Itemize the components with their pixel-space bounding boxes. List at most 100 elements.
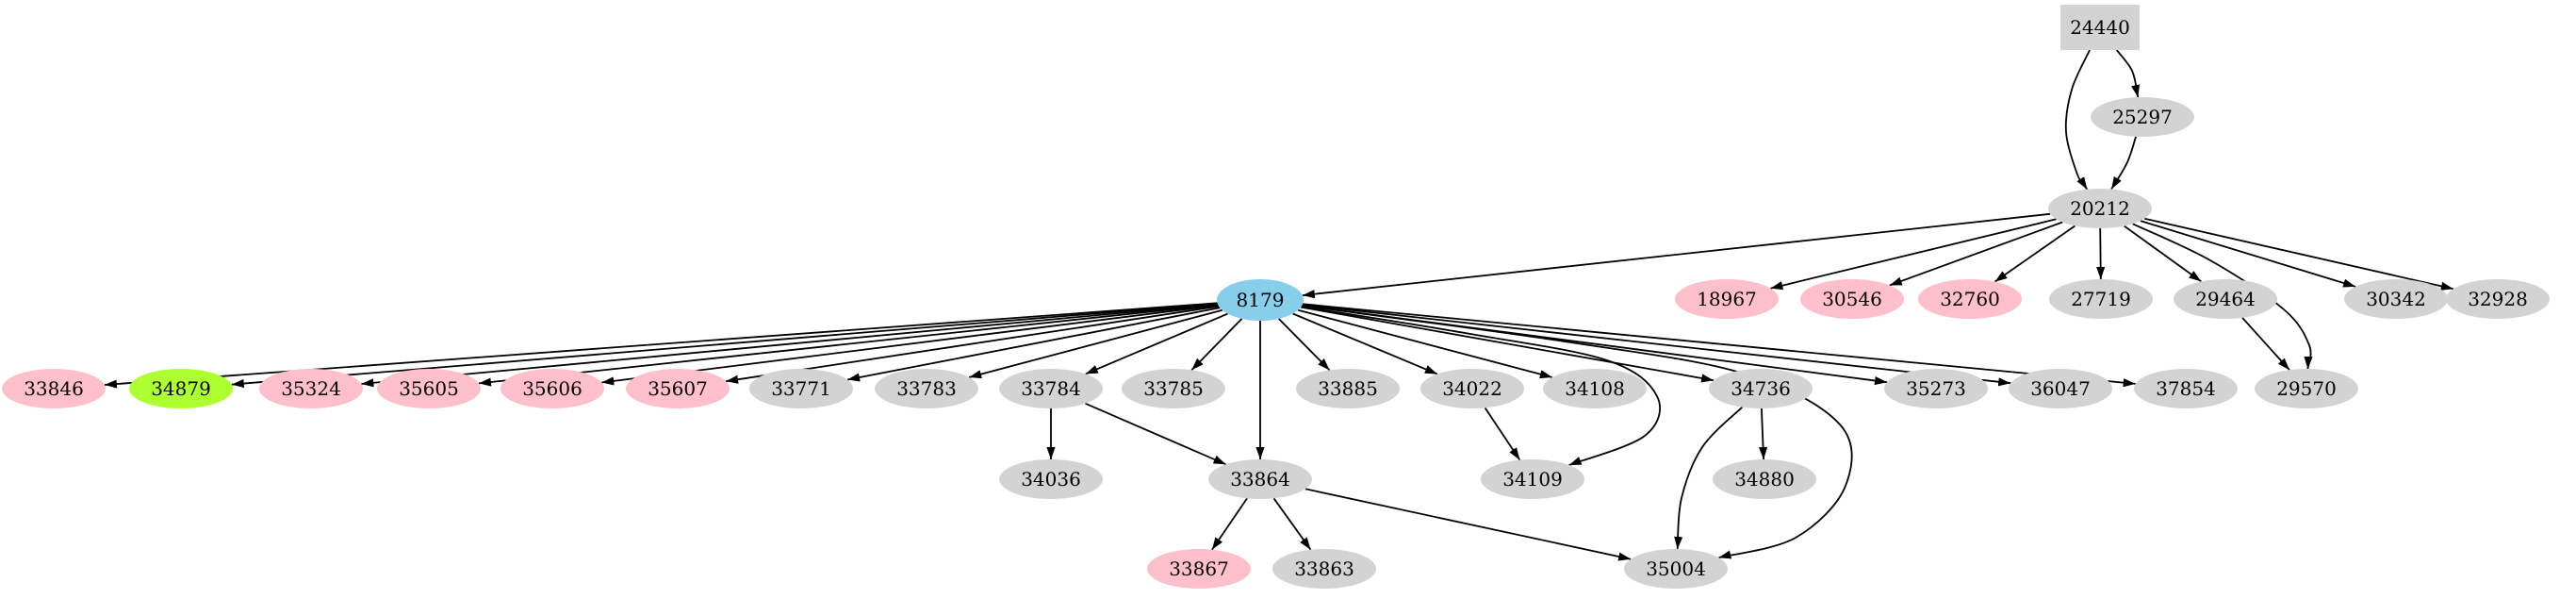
node-35606: 35606 bbox=[500, 369, 604, 408]
node-shape-ellipse bbox=[999, 369, 1103, 408]
node-33885: 33885 bbox=[1296, 369, 1400, 408]
edge-8179-33771 bbox=[846, 307, 1221, 382]
node-32928: 32928 bbox=[2446, 279, 2550, 319]
edge-20212-18967 bbox=[1770, 218, 2057, 291]
node-label: 33783 bbox=[896, 377, 957, 400]
node-label: 35606 bbox=[522, 377, 582, 400]
node-34879: 34879 bbox=[129, 369, 233, 408]
node-label: 29464 bbox=[2195, 288, 2256, 310]
edge-24440-25297 bbox=[2115, 49, 2141, 98]
node-label: 35273 bbox=[1906, 377, 1966, 400]
edge-8179-35324 bbox=[361, 303, 1218, 388]
edge-8179-34736 bbox=[1300, 306, 1715, 383]
node-shape-ellipse bbox=[129, 369, 233, 408]
node-33867: 33867 bbox=[1147, 549, 1251, 589]
node-shape-ellipse bbox=[259, 369, 363, 408]
node-32760: 32760 bbox=[1918, 279, 2022, 319]
edge-34736-35004 bbox=[1674, 406, 1744, 550]
node-35324: 35324 bbox=[259, 369, 363, 408]
node-label: 33771 bbox=[771, 377, 831, 400]
node-8179: 8179 bbox=[1217, 279, 1304, 321]
node-shape-ellipse bbox=[1420, 369, 1524, 408]
node-shape-ellipse bbox=[1147, 549, 1251, 589]
node-35607: 35607 bbox=[626, 369, 730, 408]
node-34109: 34109 bbox=[1481, 459, 1584, 499]
node-36047: 36047 bbox=[2009, 369, 2112, 408]
node-label: 24440 bbox=[2070, 16, 2130, 39]
edge-8179-35605 bbox=[478, 303, 1219, 387]
node-33846: 33846 bbox=[2, 369, 106, 408]
node-label: 30546 bbox=[1822, 288, 1882, 310]
node-label: 27719 bbox=[2071, 288, 2131, 310]
node-label: 30342 bbox=[2366, 288, 2426, 310]
edge-20212-29570 bbox=[2132, 223, 2313, 370]
node-20212: 20212 bbox=[2048, 189, 2152, 228]
edge-8179-34109 bbox=[1301, 306, 1661, 466]
node-shape-ellipse bbox=[2009, 369, 2112, 408]
node-shape-ellipse bbox=[875, 369, 978, 408]
node-shape-ellipse bbox=[377, 369, 481, 408]
node-shape-ellipse bbox=[1800, 279, 1904, 319]
edge-29464-29570 bbox=[2241, 317, 2290, 371]
node-shape-ellipse bbox=[1709, 369, 1813, 408]
edge-20212-8179 bbox=[1302, 212, 2051, 299]
node-33864: 33864 bbox=[1208, 459, 1312, 499]
node-label: 20212 bbox=[2070, 197, 2130, 220]
node-33771: 33771 bbox=[749, 369, 853, 408]
node-label: 35607 bbox=[648, 377, 708, 400]
edge-20212-30546 bbox=[1889, 221, 2063, 287]
node-25297: 25297 bbox=[2091, 97, 2194, 137]
node-shape-box bbox=[2060, 5, 2140, 50]
edge-8179-33784 bbox=[1085, 312, 1228, 375]
node-shape-ellipse bbox=[1208, 459, 1312, 499]
node-shape-ellipse bbox=[2255, 369, 2358, 408]
node-label: 33864 bbox=[1230, 468, 1290, 491]
node-shape-ellipse bbox=[1543, 369, 1647, 408]
edge-24440-20212 bbox=[2064, 49, 2091, 191]
node-label: 34109 bbox=[1502, 468, 1563, 491]
node-shape-ellipse bbox=[2091, 97, 2194, 137]
node-label: 33867 bbox=[1169, 557, 1229, 580]
node-29464: 29464 bbox=[2174, 279, 2277, 319]
node-34036: 34036 bbox=[999, 459, 1103, 499]
edge-20212-29464 bbox=[2124, 225, 2202, 283]
node-label: 29570 bbox=[2276, 377, 2337, 400]
node-shape-ellipse bbox=[1713, 459, 1816, 499]
node-label: 34022 bbox=[1442, 377, 1502, 400]
edge-33864-33863 bbox=[1272, 497, 1312, 551]
edge-20212-32760 bbox=[1994, 225, 2076, 283]
edge-33864-35004 bbox=[1304, 488, 1632, 561]
node-shape-ellipse bbox=[1884, 369, 1988, 408]
node-label: 32760 bbox=[1940, 288, 2000, 310]
edge-8179-34108 bbox=[1297, 308, 1553, 379]
node-label: 34736 bbox=[1731, 377, 1791, 400]
node-35273: 35273 bbox=[1884, 369, 1988, 408]
edge-20212-30342 bbox=[2140, 220, 2356, 288]
node-27719: 27719 bbox=[2049, 279, 2153, 319]
edge-34022-34109 bbox=[1484, 407, 1521, 461]
node-30342: 30342 bbox=[2344, 279, 2448, 319]
node-label: 34880 bbox=[1734, 468, 1795, 491]
node-shape-ellipse bbox=[1296, 369, 1400, 408]
edge-8179-35606 bbox=[601, 304, 1219, 386]
edge-33784-33864 bbox=[1085, 402, 1226, 466]
node-label: 33885 bbox=[1318, 377, 1378, 400]
node-shape-ellipse bbox=[1675, 279, 1779, 319]
node-label: 36047 bbox=[2030, 377, 2091, 400]
node-34736: 34736 bbox=[1709, 369, 1813, 408]
edge-8179-33785 bbox=[1190, 318, 1243, 371]
node-label: 8179 bbox=[1237, 289, 1285, 311]
node-shape-ellipse bbox=[1918, 279, 2022, 319]
node-label: 34108 bbox=[1565, 377, 1625, 400]
node-35605: 35605 bbox=[377, 369, 481, 408]
edge-33864-33867 bbox=[1211, 497, 1248, 551]
node-shape-ellipse bbox=[749, 369, 853, 408]
node-shape-ellipse bbox=[2048, 189, 2152, 228]
node-label: 32928 bbox=[2468, 288, 2528, 310]
edge-8179-35004 bbox=[1302, 305, 1853, 559]
node-shape-ellipse bbox=[1272, 549, 1376, 589]
node-label: 35324 bbox=[281, 377, 341, 400]
node-label: 33785 bbox=[1143, 377, 1204, 400]
